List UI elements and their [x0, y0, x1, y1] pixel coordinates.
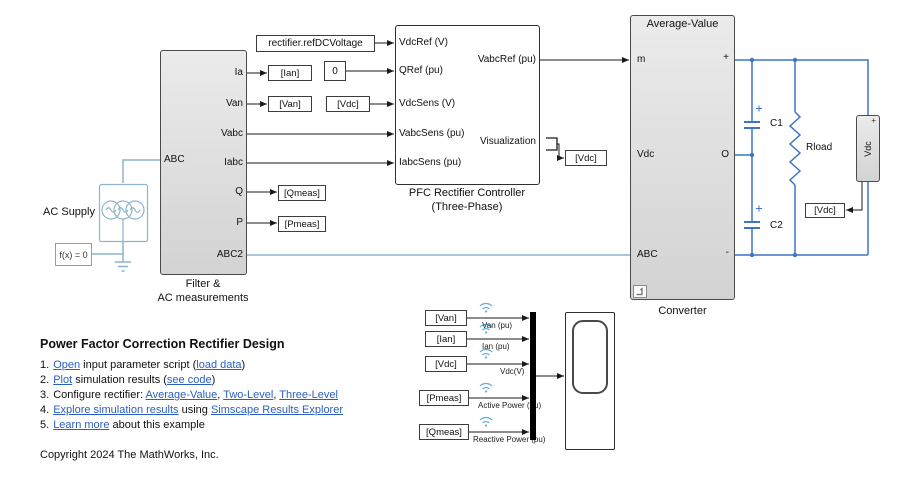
converter-title: Average-Value [646, 18, 719, 30]
goto-tag-vdc-visualization[interactable]: [Vdc] [565, 150, 607, 166]
filter-port-ia: Ia [234, 67, 243, 78]
from-tag-pmeas-scope[interactable]: [Pmeas] [419, 390, 469, 406]
qref-constant-block[interactable]: 0 [324, 61, 346, 81]
annotation-step-4: 4.Explore simulation results using Simsc… [40, 404, 344, 416]
capacitor-c2-icon[interactable] [744, 205, 762, 229]
filter-block[interactable] [160, 50, 247, 275]
signal-wires [247, 40, 863, 435]
link-plot[interactable]: Plot [53, 374, 73, 386]
annotation-step-5: 5.Learn more about this example [40, 419, 205, 431]
controller-block[interactable] [395, 25, 540, 185]
controller-in-vabcsens: VabcSens (pu) [399, 128, 465, 139]
from-tag-vdc-scope[interactable]: [Vdc] [425, 356, 467, 372]
visualization-port-icon[interactable] [546, 137, 558, 151]
link-simscape-results-explorer[interactable]: Simscape Results Explorer [210, 404, 344, 416]
goto-tag-qmeas[interactable]: [Qmeas] [278, 185, 326, 201]
ref-voltage-block[interactable]: rectifier.refDCVoltage [256, 35, 375, 52]
capacitor-c2-label: C2 [770, 220, 783, 231]
vdc-sensor-block[interactable]: + Vdc [856, 115, 880, 182]
filter-port-q: Q [235, 186, 243, 197]
link-average-value[interactable]: Average-Value [145, 389, 218, 401]
ac-source-icon[interactable] [98, 183, 149, 243]
from-tag-qmeas-scope[interactable]: [Qmeas] [419, 424, 469, 440]
signal-label-van: Van (pu) [482, 321, 513, 330]
controller-caption: PFC Rectifier Controller (Three-Phase) [408, 187, 526, 213]
ac-physical-wires [91, 159, 630, 262]
capacitor-c1-icon[interactable] [744, 105, 762, 129]
signal-label-reactive-power: Reactive Power (pu) [473, 435, 546, 444]
link-load-data[interactable]: load data [196, 359, 242, 371]
controller-visualization-label: Visualization [480, 136, 536, 147]
link-see-code[interactable]: see code [166, 374, 212, 386]
look-inside-badge-icon[interactable] [633, 285, 647, 298]
controller-out-vabcref: VabcRef (pu) [477, 54, 536, 65]
converter-port-vdc: Vdc [637, 149, 655, 160]
link-open[interactable]: Open [53, 359, 81, 371]
filter-port-van: Van [225, 98, 243, 109]
filter-port-iabc: Iabc [224, 157, 243, 168]
controller-in-vdcsens: VdcSens (V) [399, 98, 456, 109]
filter-port-abc2: ABC2 [216, 249, 243, 260]
goto-tag-van[interactable]: [Van] [268, 96, 312, 112]
annotation-step-3: 3.Configure rectifier: Average-Value, Tw… [40, 389, 338, 401]
goto-tag-vdc-right[interactable]: [Vdc] [805, 203, 845, 218]
solver-block[interactable]: f(x) = 0 [55, 243, 92, 266]
junction-dots [749, 57, 798, 258]
from-tag-van-scope[interactable]: [Van] [425, 310, 467, 326]
controller-in-qref: QRef (pu) [399, 65, 443, 76]
link-explore-results[interactable]: Explore simulation results [53, 404, 179, 416]
vdc-sensor-plus: + [871, 116, 876, 125]
filter-port-abc: ABC [164, 154, 185, 165]
goto-tag-pmeas[interactable]: [Pmeas] [278, 216, 326, 232]
scope-screen-icon [572, 320, 608, 394]
controller-in-vdcref: VdcRef (V) [399, 37, 448, 48]
from-tag-ian-scope[interactable]: [Ian] [425, 331, 467, 347]
signal-label-active-power: Active Power (pu) [478, 401, 542, 410]
converter-caption: Converter [658, 305, 707, 317]
filter-caption: Filter & AC measurements [157, 278, 249, 304]
vdc-sensor-label: Vdc [862, 140, 873, 157]
resistor-rload-label: Rload [806, 142, 833, 153]
from-tag-vdc-top[interactable]: [Vdc] [326, 96, 370, 112]
converter-port-plus: + [723, 52, 729, 63]
signal-label-ian: Ian (pu) [482, 342, 510, 351]
ground-icon [115, 261, 131, 272]
link-two-level[interactable]: Two-Level [223, 389, 274, 401]
link-learn-more[interactable]: Learn more [53, 419, 110, 431]
filter-port-p: P [236, 217, 243, 228]
resistor-rload-icon[interactable] [788, 111, 802, 186]
converter-port-minus: - [725, 247, 729, 258]
goto-tag-ian[interactable]: [Ian] [268, 65, 312, 81]
annotation-step-1: 1.Open input parameter script (load data… [40, 359, 246, 371]
converter-port-abc: ABC [637, 249, 658, 260]
dc-wires [735, 59, 869, 256]
annotation-step-2: 2.Plot simulation results (see code) [40, 374, 216, 386]
mux-block[interactable] [530, 312, 536, 440]
controller-in-iabcsens: IabcSens (pu) [399, 157, 462, 168]
annotation-title: Power Factor Correction Rectifier Design [40, 337, 285, 351]
copyright-text: Copyright 2024 The MathWorks, Inc. [40, 449, 219, 461]
filter-port-vabc: Vabc [220, 128, 243, 139]
link-three-level[interactable]: Three-Level [279, 389, 338, 401]
converter-block[interactable] [630, 15, 735, 300]
capacitor-c1-label: C1 [770, 118, 783, 129]
signal-label-vdc: Vdc(V) [500, 367, 525, 376]
converter-port-o: O [721, 149, 729, 160]
converter-port-m: m [637, 54, 646, 65]
wireless-icons [479, 302, 493, 427]
ac-supply-label: AC Supply [43, 206, 95, 218]
